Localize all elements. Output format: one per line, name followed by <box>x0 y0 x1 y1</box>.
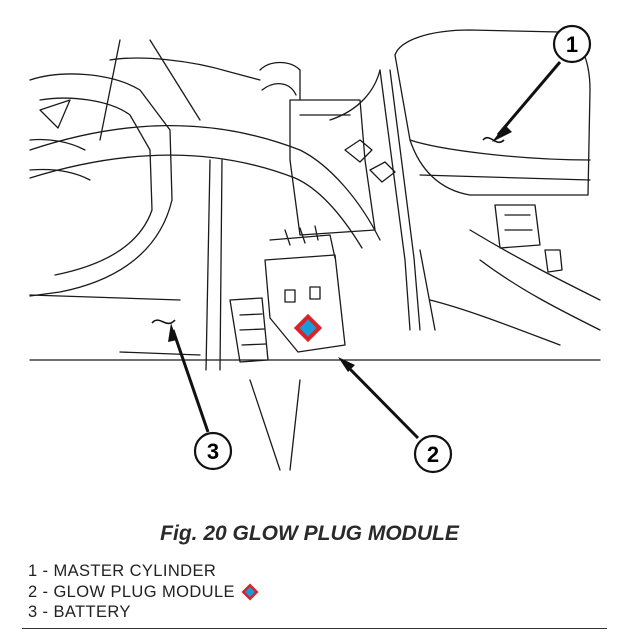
callout-3-circle <box>193 431 233 471</box>
glow-plug-module-body <box>264 254 346 353</box>
legend-label: 1 - MASTER CYLINDER <box>28 562 217 580</box>
legend-label: 3 - BATTERY <box>28 603 131 621</box>
right-connector <box>494 204 541 249</box>
legend-label: 2 - GLOW PLUG MODULE <box>28 582 235 601</box>
headlamp-triangle <box>39 99 71 129</box>
upper-hose-bottom <box>29 154 363 249</box>
brake-line-2 <box>389 69 421 331</box>
legend-item-battery: 3 - BATTERY <box>28 602 259 623</box>
upper-hose-top <box>29 124 381 241</box>
diamond-marker-icon <box>241 583 259 601</box>
callout-1-circle <box>552 24 592 64</box>
legend: 1 - MASTER CYLINDER 2 - GLOW PLUG MODULE… <box>28 561 259 623</box>
left-connector <box>229 297 269 363</box>
master-cylinder-reservoir <box>394 29 591 196</box>
wheel-well-inner <box>39 97 153 276</box>
frame-member <box>205 159 211 371</box>
callout-1: 1 <box>482 24 592 144</box>
callout-1-number: 1 <box>566 32 578 57</box>
wheel-well-outline <box>29 73 173 297</box>
brake-line-1 <box>379 69 411 331</box>
bottom-divider <box>22 628 607 629</box>
glow-plug-module-marker-icon <box>293 313 323 343</box>
figure-caption: Fig. 20 GLOW PLUG MODULE <box>160 522 459 545</box>
callout-3-number: 3 <box>207 439 219 464</box>
callout-2-number: 2 <box>427 442 439 467</box>
module-bracket <box>289 99 376 236</box>
callout-2-circle <box>413 434 453 474</box>
legend-item-glow-plug-module: 2 - GLOW PLUG MODULE <box>28 582 259 603</box>
callout-3: 3 <box>151 319 233 471</box>
engine-bay-illustration: 1 2 3 <box>29 24 601 474</box>
legend-item-master-cylinder: 1 - MASTER CYLINDER <box>28 561 259 582</box>
callout-2: 2 <box>338 357 453 474</box>
